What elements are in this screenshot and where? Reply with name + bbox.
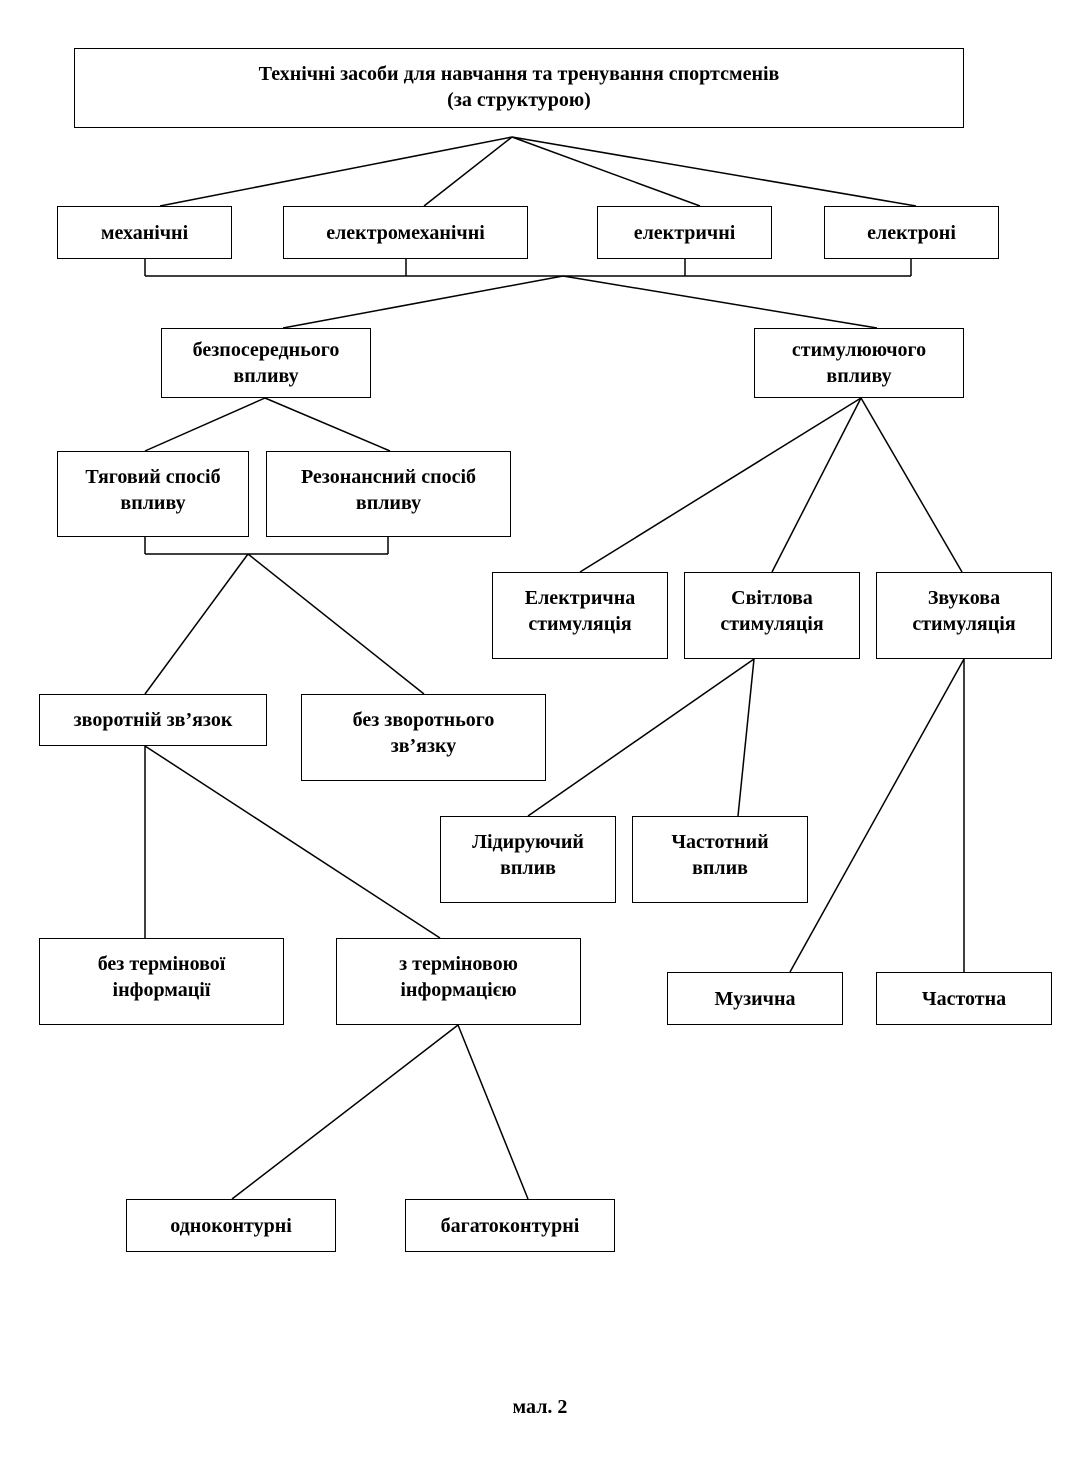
leading-influence-box: Лідируючий вплив [440, 816, 616, 903]
musical-box: Музична [667, 972, 843, 1025]
mechanical-box: механічні [57, 206, 232, 259]
electric-stimulation-box: Електрична стимуляція [492, 572, 668, 659]
feedback-box: зворотній зв’язок [39, 694, 267, 746]
no-feedback-box: без зворотнього зв’язку [301, 694, 546, 781]
no-urgent-info-box: без термінової інформації [39, 938, 284, 1025]
stimulating-influence-box: стимулюючого впливу [754, 328, 964, 398]
single-contour-box: одноконтурні [126, 1199, 336, 1252]
urgent-info-box: з терміновою інформацією [336, 938, 581, 1025]
electronic-box: електроні [824, 206, 999, 259]
electrical-box: електричні [597, 206, 772, 259]
electromechanical-box: електромеханічні [283, 206, 528, 259]
figure-caption: мал. 2 [512, 1396, 568, 1418]
traction-method-box: Тяговий спосіб впливу [57, 451, 249, 537]
main-title-box: Технічні засоби для навчання та тренуван… [74, 48, 964, 128]
light-stimulation-box: Світлова стимуляція [684, 572, 860, 659]
frequency-sound-box: Частотна [876, 972, 1052, 1025]
multi-contour-box: багатоконтурні [405, 1199, 615, 1252]
frequency-influence-box: Частотний вплив [632, 816, 808, 903]
direct-influence-box: безпосереднього впливу [161, 328, 371, 398]
sound-stimulation-box: Звукова стимуляція [876, 572, 1052, 659]
resonance-method-box: Резонансний спосіб впливу [266, 451, 511, 537]
